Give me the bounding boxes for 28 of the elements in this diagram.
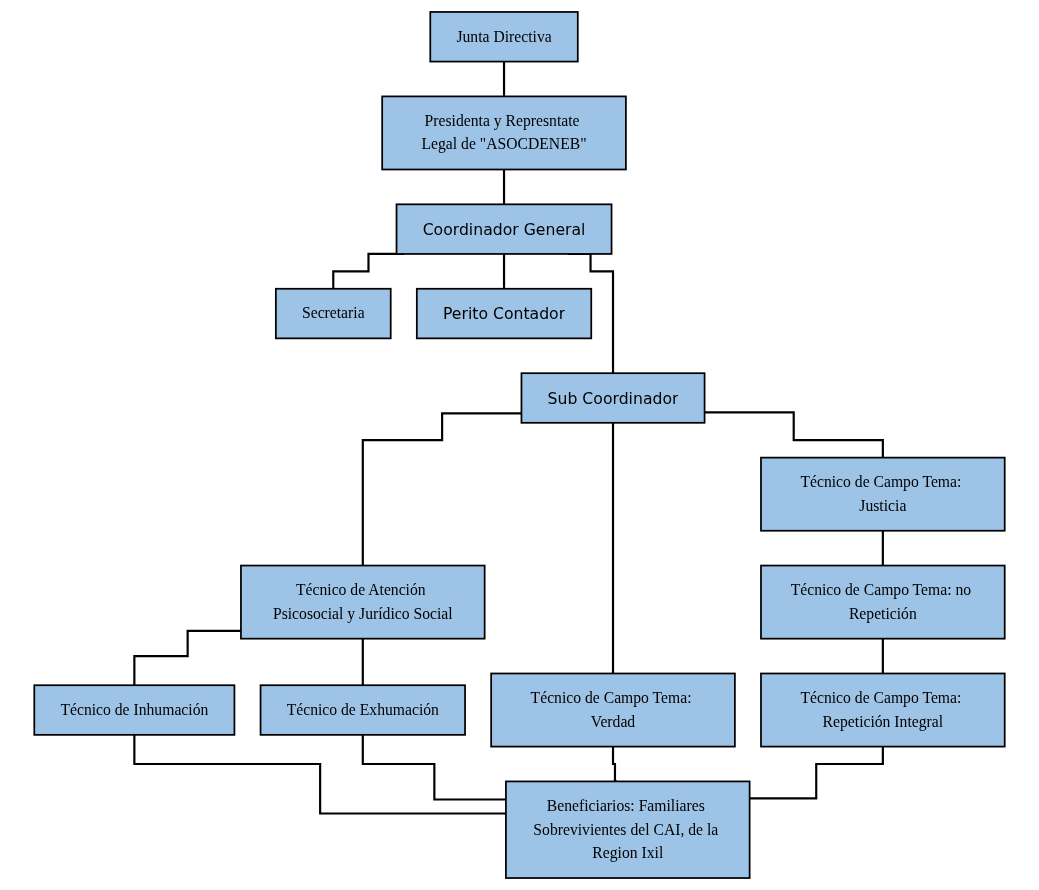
connector <box>361 637 364 687</box>
node-box: Perito Contador <box>415 287 593 340</box>
node-box: Técnico de Campo Tema: Repetición Integral <box>760 672 1006 748</box>
node-box: Técnico de Atención Psicosocial y Jurídico Social <box>240 564 486 640</box>
node-box: Técnico de Exhumación <box>259 684 466 736</box>
connector <box>611 745 618 783</box>
node-box: Secretaria <box>275 287 392 340</box>
connector <box>361 733 506 801</box>
node-box: Presidenta y Represntate Legal de "ASOCDENEB" <box>381 95 627 171</box>
connector <box>749 745 884 800</box>
connector <box>881 637 884 675</box>
connector <box>361 412 522 567</box>
connector <box>502 168 506 206</box>
connector <box>881 529 884 567</box>
node-box: Beneficiarios: Familiares Sobrevivientes del CAI, de la Region Ixil <box>505 780 751 879</box>
node-box: Técnico de Campo Tema: Verdad <box>490 672 736 748</box>
node-box: Coordinador General <box>395 203 613 255</box>
connector <box>611 421 615 675</box>
node-box: Técnico de Campo Tema: no Repetición <box>760 564 1006 640</box>
connector <box>133 733 506 815</box>
node-box: Técnico de Inhumación <box>33 684 236 736</box>
node-box: Junta Directiva <box>429 11 579 63</box>
connector <box>502 60 506 98</box>
node-box: Técnico de Campo Tema: Justicia <box>760 456 1006 532</box>
node-box: Sub Coordinador <box>520 372 706 424</box>
connector <box>133 629 241 687</box>
connector <box>502 252 506 290</box>
connector <box>704 411 884 459</box>
